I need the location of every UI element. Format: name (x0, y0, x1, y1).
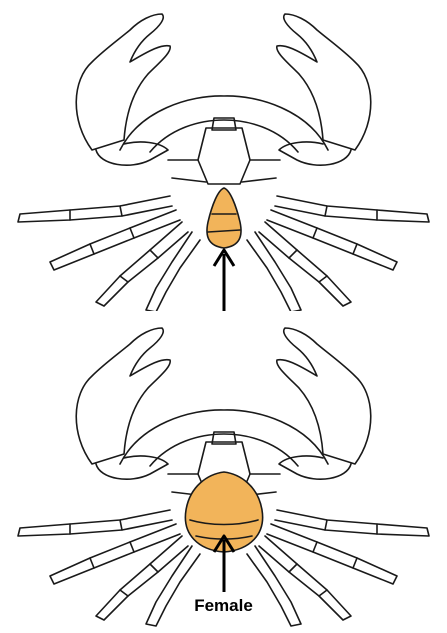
right-walking-leg-1 (275, 196, 429, 222)
leg-joint-11 (289, 250, 297, 258)
leg-joint-6 (120, 276, 128, 282)
leg-joint-1 (120, 520, 122, 530)
leg-joint-12 (319, 276, 327, 282)
left-walking-leg-1 (18, 510, 172, 536)
sternum-upper (198, 128, 250, 184)
leg-joint-10 (353, 558, 357, 568)
leg-joint-9 (313, 542, 317, 552)
left-claw (76, 328, 170, 464)
left-walking-leg-1 (18, 196, 172, 222)
right-walking-leg-1 (275, 510, 429, 536)
leg-joint-3 (130, 542, 134, 552)
male-crab-panel (0, 0, 447, 312)
right-claw (277, 328, 371, 464)
leg-joint-5 (150, 250, 158, 258)
female-crab-illustration (0, 314, 447, 628)
leg-joint-7 (325, 520, 327, 530)
male-crab-illustration (0, 0, 447, 312)
leg-joint-4 (90, 244, 94, 254)
leg-joint-5 (150, 564, 158, 572)
leg-joint-4 (90, 558, 94, 568)
sternum-sutures (168, 160, 280, 182)
abdomen-highlight (207, 188, 241, 248)
right-claw (277, 14, 371, 150)
crab-female (18, 328, 429, 626)
carapace-inner-line (150, 120, 298, 152)
leg-joint-11 (289, 564, 297, 572)
leg-joint-9 (313, 228, 317, 238)
leg-joint-7 (325, 206, 327, 216)
leg-joint-10 (353, 244, 357, 254)
crab-male (18, 14, 429, 312)
left-claw (76, 14, 170, 150)
female-caption: Female (0, 596, 447, 616)
leg-joint-1 (120, 206, 122, 216)
leg-joint-3 (130, 228, 134, 238)
female-crab-panel (0, 314, 447, 628)
carapace-inner-line (150, 434, 298, 466)
